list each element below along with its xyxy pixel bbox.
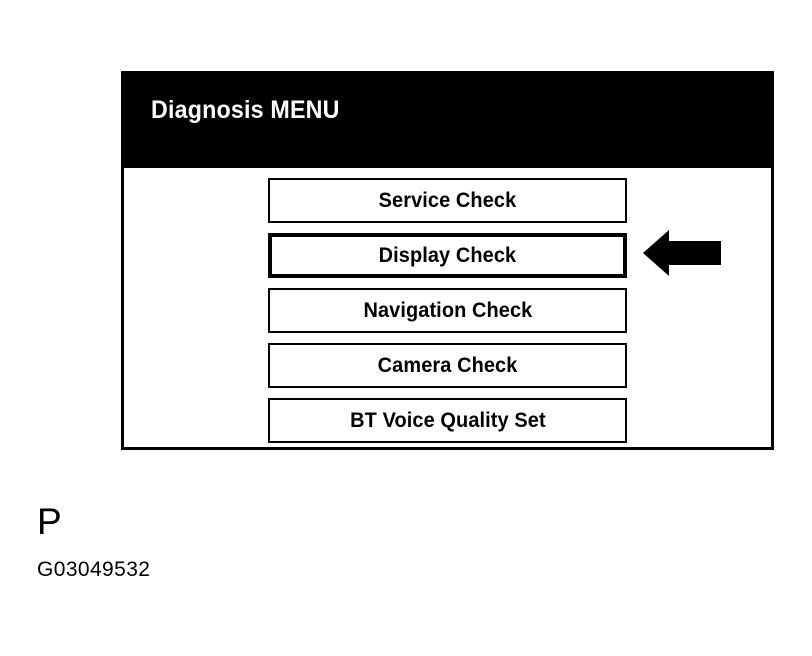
page-title: Diagnosis MENU [151, 96, 340, 124]
menu-item-label: Service Check [378, 189, 517, 212]
menu-item-navigation-check[interactable]: Navigation Check [268, 288, 627, 333]
menu-item-label: Display Check [378, 244, 517, 267]
panel-body: Service Check Display Check Navigation C… [124, 168, 771, 447]
menu-item-label: Navigation Check [363, 299, 532, 322]
menu-item-label: BT Voice Quality Set [349, 409, 546, 432]
figure-id: G03049532 [37, 558, 151, 581]
menu-item-camera-check[interactable]: Camera Check [268, 343, 627, 388]
menu-item-service-check[interactable]: Service Check [268, 178, 627, 223]
panel-header-bar: Diagnosis MENU [124, 74, 771, 168]
menu-item-display-check[interactable]: Display Check [268, 233, 627, 278]
arrow-left-icon [643, 230, 721, 276]
diagnosis-menu-list: Service Check Display Check Navigation C… [268, 178, 627, 453]
diagnosis-menu-panel: Diagnosis MENU Service Check Display Che… [121, 71, 774, 450]
menu-item-label: Camera Check [377, 354, 518, 377]
menu-item-bt-voice-quality-set[interactable]: BT Voice Quality Set [268, 398, 627, 443]
figure-marker: P [37, 501, 62, 542]
